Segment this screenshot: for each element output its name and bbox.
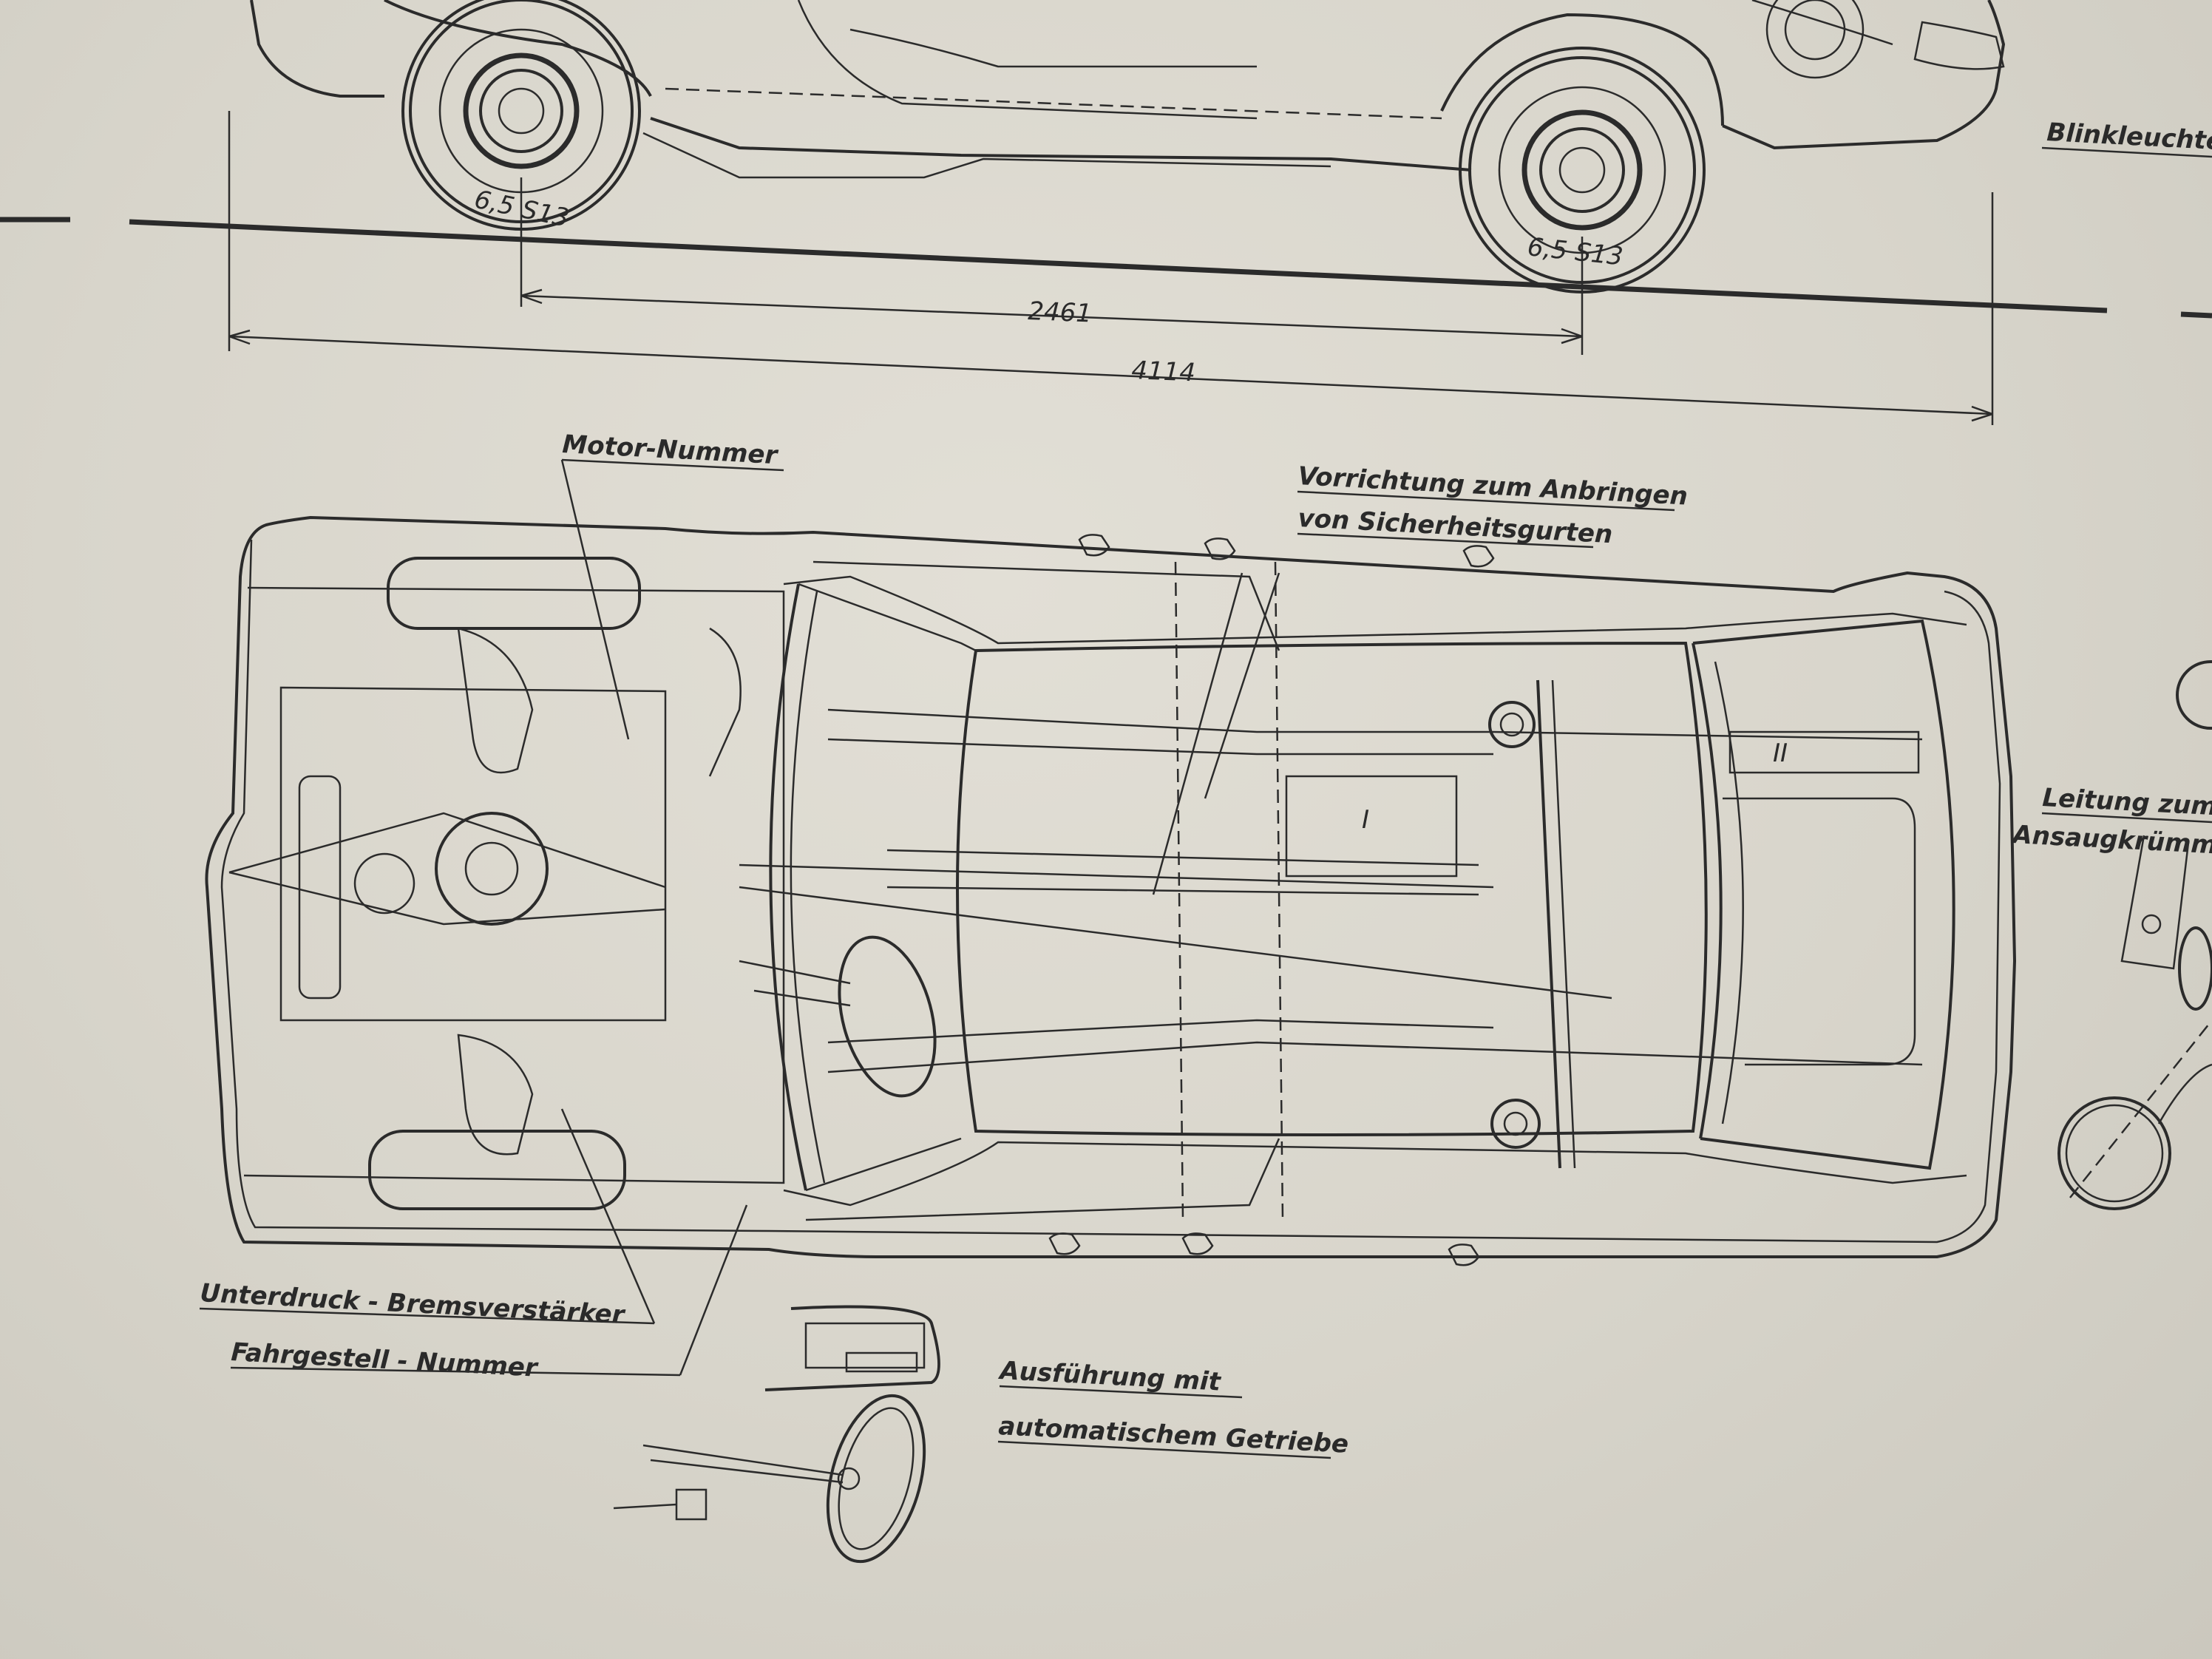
rear-seat-marker: II xyxy=(1773,739,1788,768)
door-split-dashed xyxy=(1274,561,1284,1221)
exhaust-pipe xyxy=(739,864,1494,889)
brake-booster-label: Unterdruck - Bremsverstärker xyxy=(200,1278,627,1330)
rear-spring-right xyxy=(1490,1099,1541,1149)
body-outline xyxy=(205,515,2017,1258)
right-beltline xyxy=(783,1141,1967,1207)
seatbelt-anchors xyxy=(1048,534,1495,1266)
chassis-rail-right xyxy=(827,1041,1923,1073)
hidden-line-chassis xyxy=(665,87,1442,120)
wheelbase-dimension: 2461 xyxy=(1028,296,1093,328)
belt-leader-1 xyxy=(1152,572,1244,895)
chassis-rail-left xyxy=(827,708,1923,741)
inner-body-line xyxy=(220,539,2001,1244)
rear-quarter xyxy=(1722,0,2006,150)
seatbelt-label-line1: Vorrichtung zum Anbringen xyxy=(1297,461,1689,512)
rear-window-outline xyxy=(1692,619,1955,1170)
windshield-inner xyxy=(790,591,826,1184)
automatic-detail-sketch xyxy=(613,1305,940,1564)
blinkleuchte-label: Blinkleuchte xyxy=(2046,118,2212,156)
roof-outline xyxy=(956,641,1708,1136)
left-suspension xyxy=(457,627,534,774)
front-bumper-outline xyxy=(250,0,384,98)
interior-line xyxy=(849,28,1257,68)
brake-fluid-reservoir xyxy=(708,627,742,777)
b-pillar-dashed xyxy=(1174,561,1184,1221)
seatbelt-label-line2: von Sicherheitsgurten xyxy=(1297,503,1614,549)
dimension-lines xyxy=(228,111,1994,425)
left-front-tire-top xyxy=(387,557,641,630)
steering-column xyxy=(739,960,851,1007)
steering-wheel xyxy=(838,935,937,1098)
driveshaft xyxy=(739,886,1612,1000)
front-seat xyxy=(1285,775,1458,878)
right-front-tire-top xyxy=(368,1130,626,1210)
leitung-label: Leitung zum xyxy=(2042,783,2212,821)
rear-wheel-arch xyxy=(1440,13,1724,126)
front-fender xyxy=(384,0,652,97)
chassis-number-leader xyxy=(679,1204,748,1376)
side-view: 6,5 S13 6,5 S13 2461 4114 Blinkleuchte xyxy=(0,0,2212,425)
rear-bench-marker-box xyxy=(1728,730,1920,774)
engine-pulley xyxy=(435,812,549,926)
rear-spring-left xyxy=(1488,701,1536,748)
windshield-outer xyxy=(769,583,807,1191)
motor-nummer-leader xyxy=(560,459,630,740)
rear-axle xyxy=(1536,679,1561,1169)
right-suspension xyxy=(457,1034,534,1156)
belt-line xyxy=(228,812,666,889)
rear-tire-size: 6,5 S13 xyxy=(1526,232,1624,271)
trunk-lid xyxy=(1723,797,1916,1066)
engine-block-outline xyxy=(279,686,667,1022)
radiator xyxy=(298,775,342,1000)
front-seat-marker: I xyxy=(1362,805,1369,835)
left-beltline xyxy=(783,575,1967,645)
engine-bay-outline xyxy=(243,586,785,1184)
tunnel xyxy=(886,849,1479,896)
door-line xyxy=(797,0,1258,120)
vacuum-line-detail xyxy=(2057,660,2212,1210)
chassis-number-label: Fahrgestell - Nummer xyxy=(231,1337,540,1383)
blinkleuchte-shape xyxy=(1913,21,2005,70)
brake-booster-leader xyxy=(560,1108,656,1324)
automatic-label-line2: automatischem Getriebe xyxy=(998,1411,1350,1459)
front-wheel xyxy=(401,0,641,231)
sill-line xyxy=(650,117,1472,172)
rear-interior-line xyxy=(1751,0,1893,46)
ground-line xyxy=(129,219,2108,313)
top-view: I II Motor-Nummer Vorrichtung zum Anbrin… xyxy=(200,430,2212,1564)
ansaug-label: Ansaugkrümmer xyxy=(2010,820,2212,862)
underbody-line xyxy=(642,132,1331,179)
belt-leader-2 xyxy=(1204,572,1280,799)
ground-line-right-dash xyxy=(2180,311,2212,319)
length-dimension: 4114 xyxy=(1131,356,1196,387)
rear-window-inner xyxy=(1692,642,1723,1139)
